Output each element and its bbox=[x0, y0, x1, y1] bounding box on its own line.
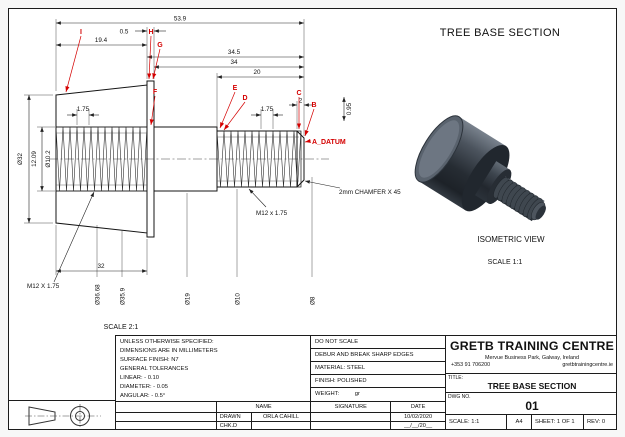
sheet-cell: SHEET: 1 OF 1 bbox=[531, 415, 583, 429]
drawing-area: 53.9 0.5 19.4 34.5 34 20 1.75 1.75 2 0.9… bbox=[17, 16, 561, 332]
dim-end-width: 0.95 bbox=[346, 102, 353, 115]
internal-thread bbox=[55, 126, 148, 192]
company-contact: +353 91 706200 gretbtrainingcentre.ie bbox=[446, 362, 616, 368]
dim-shaft-length: 34 bbox=[230, 59, 238, 66]
spec-line: SURFACE FINISH: N7 bbox=[120, 357, 179, 364]
spec-notes: UNLESS OTHERWISE SPECIFIED: DIMENSIONS A… bbox=[116, 336, 311, 401]
ref-label-f: F bbox=[153, 89, 158, 96]
spec-line: UNLESS OTHERWISE SPECIFIED: bbox=[120, 339, 214, 345]
projection-symbol bbox=[25, 404, 101, 428]
ref-label-g: G bbox=[157, 42, 163, 49]
weight-note: WEIGHT: gr bbox=[311, 388, 445, 401]
dwg-number: 01 bbox=[525, 399, 539, 413]
isometric-part bbox=[414, 115, 546, 222]
debur-note: DEBUR AND BREAK SHARP EDGES bbox=[311, 349, 445, 362]
dim-chamfer-length: 2 bbox=[299, 98, 303, 105]
dim-total-length: 53.9 bbox=[174, 16, 187, 23]
dim-depth-1209: 12.09 bbox=[31, 151, 38, 167]
dimension-texts: 53.9 0.5 19.4 34.5 34 20 1.75 1.75 2 0.9… bbox=[17, 16, 401, 306]
material-note: MATERIAL: STEEL bbox=[311, 362, 445, 375]
dim-dia-32: Ø32 bbox=[17, 153, 24, 165]
dwg-number-label: DWG NO. bbox=[448, 394, 471, 400]
spec-line: ANGULAR: - 0.5° bbox=[120, 393, 166, 400]
col-name-header: NAME bbox=[215, 402, 311, 412]
drawing-heading: TREE BASE SECTION bbox=[440, 27, 561, 39]
section-scale-label: SCALE 2:1 bbox=[104, 324, 139, 331]
dim-body-length: 19.4 bbox=[95, 37, 108, 44]
drawn-signature bbox=[310, 413, 390, 421]
scale-cell: SCALE: 1:1 bbox=[449, 419, 480, 425]
dim-dia-8: Ø8 bbox=[310, 296, 317, 305]
checked-name bbox=[250, 422, 311, 429]
ref-label-i: I bbox=[80, 29, 82, 36]
checked-role: CHK.D bbox=[215, 422, 251, 429]
table-cell bbox=[116, 422, 216, 429]
dim-flange-thickness: 0.5 bbox=[120, 29, 129, 36]
signature-table: NAME SIGNATURE DATE DRAWN ORLA CAHILL 10… bbox=[116, 401, 446, 429]
isometric-scale-label: SCALE 1:1 bbox=[488, 259, 523, 266]
ref-label-h: H bbox=[148, 29, 153, 36]
note-chamfer: 2mm CHAMFER X 45 bbox=[339, 189, 401, 196]
checked-signature bbox=[310, 422, 390, 429]
dim-pitch-external: 1.75 bbox=[261, 106, 274, 113]
dim-dia-3668: Ø36.68 bbox=[95, 284, 102, 305]
weight-label: WEIGHT: bbox=[315, 391, 340, 397]
note-internal-thread: M12 X 1.75 bbox=[27, 283, 60, 290]
drawing-title: TREE BASE SECTION bbox=[487, 381, 577, 391]
col-date-header: DATE bbox=[390, 402, 445, 412]
company-name: GRETB TRAINING CENTRE bbox=[449, 339, 615, 353]
isometric-view-label: ISOMETRIC VIEW bbox=[477, 235, 545, 244]
table-row: DRAWN ORLA CAHILL 10/02/2020 bbox=[116, 412, 445, 421]
reference-labels: I H G F E D C B A_DATUM bbox=[65, 29, 346, 146]
dim-pitch-internal: 1.75 bbox=[77, 106, 90, 113]
datum-label: A_DATUM bbox=[312, 139, 346, 146]
title-block: UNLESS OTHERWISE SPECIFIED: DIMENSIONS A… bbox=[115, 335, 616, 429]
col-signature-header: SIGNATURE bbox=[310, 402, 390, 412]
spec-line: DIAMETER: - 0.05 bbox=[120, 384, 168, 391]
ref-label-b: B bbox=[311, 102, 316, 109]
company-address: Mervue Business Park, Galway, Ireland bbox=[485, 354, 579, 361]
ref-label-d: D bbox=[242, 95, 247, 102]
drawing-sheet-frame: 53.9 0.5 19.4 34.5 34 20 1.75 1.75 2 0.9… bbox=[8, 8, 617, 430]
finish-note: FINISH: POLISHED bbox=[311, 375, 445, 388]
dwg-row: DWG NO. 01 bbox=[446, 392, 616, 414]
weight-value: gr bbox=[354, 391, 360, 397]
company-phone: +353 91 706200 bbox=[451, 362, 491, 368]
table-row: NAME SIGNATURE DATE bbox=[116, 402, 445, 412]
paper-size-cell: A4 bbox=[506, 415, 531, 429]
drawn-name: ORLA CAHILL bbox=[250, 413, 311, 421]
section-view bbox=[49, 80, 329, 238]
title-row: TITLE: TREE BASE SECTION bbox=[446, 373, 616, 392]
projection-symbol-cell bbox=[9, 400, 115, 429]
spec-line: DIMENSIONS ARE IN MILLIMETERS bbox=[120, 348, 218, 355]
company-block: GRETB TRAINING CENTRE Mervue Business Pa… bbox=[446, 336, 616, 373]
dimension-lines bbox=[27, 21, 346, 283]
dim-dia-19: Ø19 bbox=[185, 293, 192, 305]
table-cell bbox=[116, 413, 216, 421]
spec-line: GENERAL TOLERANCES bbox=[120, 366, 189, 373]
title-label: TITLE: bbox=[448, 375, 464, 381]
dim-shaft-overall: 34.5 bbox=[228, 49, 241, 56]
ref-label-e: E bbox=[233, 85, 238, 92]
table-cell bbox=[116, 402, 216, 412]
company-website: gretbtrainingcentre.ie bbox=[562, 362, 613, 368]
dim-dia-359: Ø35.9 bbox=[120, 287, 127, 305]
do-not-scale-note: DO NOT SCALE bbox=[311, 336, 445, 349]
checked-date: __/__/20__ bbox=[390, 422, 445, 429]
rev-cell: REV: 0 bbox=[583, 415, 616, 429]
table-row: CHK.D __/__/20__ bbox=[116, 421, 445, 429]
drawn-role: DRAWN bbox=[215, 413, 251, 421]
dim-dia-102: Ø10.2 bbox=[45, 150, 52, 168]
dim-dia-10: Ø10 bbox=[235, 293, 242, 305]
thread-ridges bbox=[493, 176, 543, 220]
sheet-info-row: SCALE: 1:1 A4 SHEET: 1 OF 1 REV: 0 bbox=[446, 414, 616, 429]
dim-thread-length: 20 bbox=[253, 69, 261, 76]
ref-label-c: C bbox=[296, 90, 301, 97]
process-notes: DO NOT SCALE DEBUR AND BREAK SHARP EDGES… bbox=[311, 336, 446, 401]
spec-line: LINEAR: - 0.10 bbox=[120, 375, 159, 382]
drawn-date: 10/02/2020 bbox=[390, 413, 445, 421]
dim-hole-depth: 32 bbox=[97, 263, 105, 270]
external-thread bbox=[216, 130, 302, 188]
note-external-thread: M12 x 1.75 bbox=[256, 210, 288, 217]
